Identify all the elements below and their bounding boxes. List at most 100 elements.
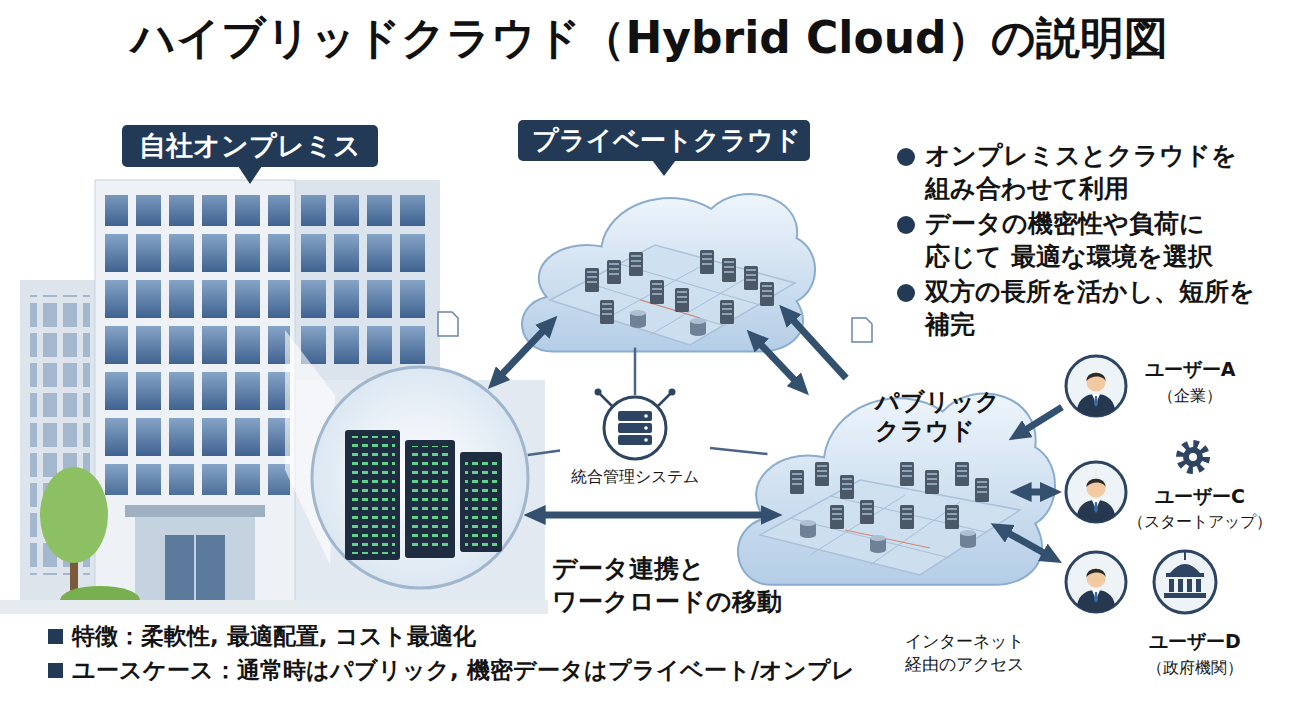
management-icon: [618, 411, 652, 421]
management-icon: [658, 394, 670, 406]
private-datacenter: [700, 250, 714, 274]
node-title: プライベートクラウド: [518, 120, 810, 161]
public-datacenter: [960, 530, 976, 548]
government-icon: [1196, 579, 1201, 592]
management-icon: [618, 435, 652, 445]
government-icon: [1184, 552, 1186, 560]
text-slot: 自社オンプレミス: [122, 125, 378, 167]
node-subtitle: （スタートアップ）: [1125, 512, 1275, 532]
government-icon: [1166, 573, 1204, 577]
server-rack: [345, 430, 400, 560]
management-icon: [595, 389, 676, 460]
flow-arrow: [790, 317, 846, 378]
government-icon: [1187, 579, 1192, 592]
private-datacenter: [600, 300, 614, 324]
office-building: [20, 180, 545, 610]
office-building: [165, 535, 225, 610]
user-avatar: [1066, 552, 1126, 612]
private-datacenter: [640, 300, 700, 318]
node-title: ユーザーC: [1125, 485, 1275, 509]
text-slot: ユーザーC: [1125, 485, 1275, 509]
private-datacenter: [550, 245, 795, 345]
public-datacenter: [840, 475, 854, 499]
management-icon: [669, 389, 676, 396]
label-slot: 双方の長所を活かし、短所を 補完: [925, 276, 1270, 341]
node-subtitle: （企業）: [1120, 386, 1260, 406]
private-datacenter: [607, 260, 621, 284]
gear-icon: [1189, 453, 1197, 461]
tree: [40, 467, 108, 563]
government-icon: [1169, 579, 1174, 592]
label-slot: データ連携と ワークロードの移動: [552, 553, 787, 618]
government-icon: [1170, 564, 1200, 573]
flow-arrow: [758, 341, 798, 383]
public-datacenter: [830, 496, 985, 532]
bullet-dot: [897, 284, 915, 302]
label-slot: データの機密性や負荷に 応じて 最適な環境を選択: [925, 208, 1270, 273]
gear-icon: [1180, 444, 1206, 470]
label-slot: インターネット 経由のアクセス: [905, 630, 1055, 676]
text-slot: プライベートクラウド: [518, 120, 810, 161]
public-datacenter: [925, 470, 939, 494]
bullet-dot: [897, 148, 915, 166]
government-icon: [1154, 551, 1216, 613]
label-slot: ユースケース：通常時はパブリック, 機密データはプライベート/オンプレ: [72, 656, 892, 686]
link-line: [710, 448, 767, 454]
government-icon: [1178, 579, 1183, 592]
private-datacenter: [550, 245, 795, 345]
flow-arrow: [1026, 489, 1046, 496]
server-rack: [350, 436, 395, 554]
flow-arrow: [540, 512, 767, 519]
server-rack: [465, 458, 497, 546]
office-building: [300, 195, 430, 365]
office-building: [105, 195, 290, 495]
office-building: [290, 180, 440, 380]
public-datacenter: [760, 462, 1020, 575]
text-slot: 統合管理システム: [560, 467, 710, 487]
node-title: 自社オンプレミス: [122, 125, 378, 167]
callout-pointer: [238, 166, 262, 184]
government-icon: [1154, 551, 1216, 613]
link-line: [634, 348, 637, 395]
public-datacenter: [870, 535, 886, 553]
public-datacenter: [860, 500, 874, 524]
label-slot: 特徴：柔軟性, 最適配置, コスト最適化: [72, 622, 892, 652]
management-icon: [644, 414, 648, 418]
text-slot: （政府機関）: [1125, 658, 1265, 678]
flow-note: データ連携と ワークロードの移動: [552, 553, 787, 618]
bullet-note: オンプレミスとクラウドを 組み合わせて利用: [925, 140, 1270, 205]
text-slot: パブリック クラウド: [875, 388, 1005, 446]
callout-pointer: [652, 160, 676, 176]
node-subtitle: （政府機関）: [1125, 658, 1265, 678]
title-slot: ハイブリッドクラウド（Hybrid Cloud）の説明図: [0, 12, 1299, 65]
gear-icon: [1183, 447, 1203, 467]
document-icon: [852, 318, 872, 342]
management-icon: [618, 423, 652, 433]
user-avatar: [1066, 356, 1126, 416]
diagram-title: ハイブリッドクラウド（Hybrid Cloud）の説明図: [0, 12, 1299, 65]
private-datacenter: [650, 276, 750, 335]
private-datacenter: [629, 252, 643, 276]
circle-outline: [312, 367, 528, 588]
server-rack: [345, 430, 502, 560]
office-building: [95, 180, 295, 610]
footer-note: ユースケース：通常時はパブリック, 機密データはプライベート/オンプレ: [72, 656, 892, 686]
public-datacenter: [830, 505, 844, 529]
flow-arrow: [1022, 407, 1062, 432]
document-icon: [438, 312, 458, 336]
private-datacenter: [760, 282, 774, 306]
text-slot: （スタートアップ）: [1125, 512, 1275, 532]
bullet-square: [48, 629, 63, 644]
node-title: 統合管理システム: [560, 467, 710, 487]
public-datacenter: [955, 462, 969, 486]
private-datacenter: [675, 288, 689, 312]
private-datacenter: [630, 310, 646, 328]
link-line: [528, 450, 560, 454]
office-building: [135, 515, 255, 610]
management-icon: [604, 397, 666, 459]
public-datacenter: [815, 462, 829, 486]
bullet-note: 双方の長所を活かし、短所を 補完: [925, 276, 1270, 341]
private-datacenter: [690, 318, 706, 336]
private-datacenter: [585, 268, 599, 292]
